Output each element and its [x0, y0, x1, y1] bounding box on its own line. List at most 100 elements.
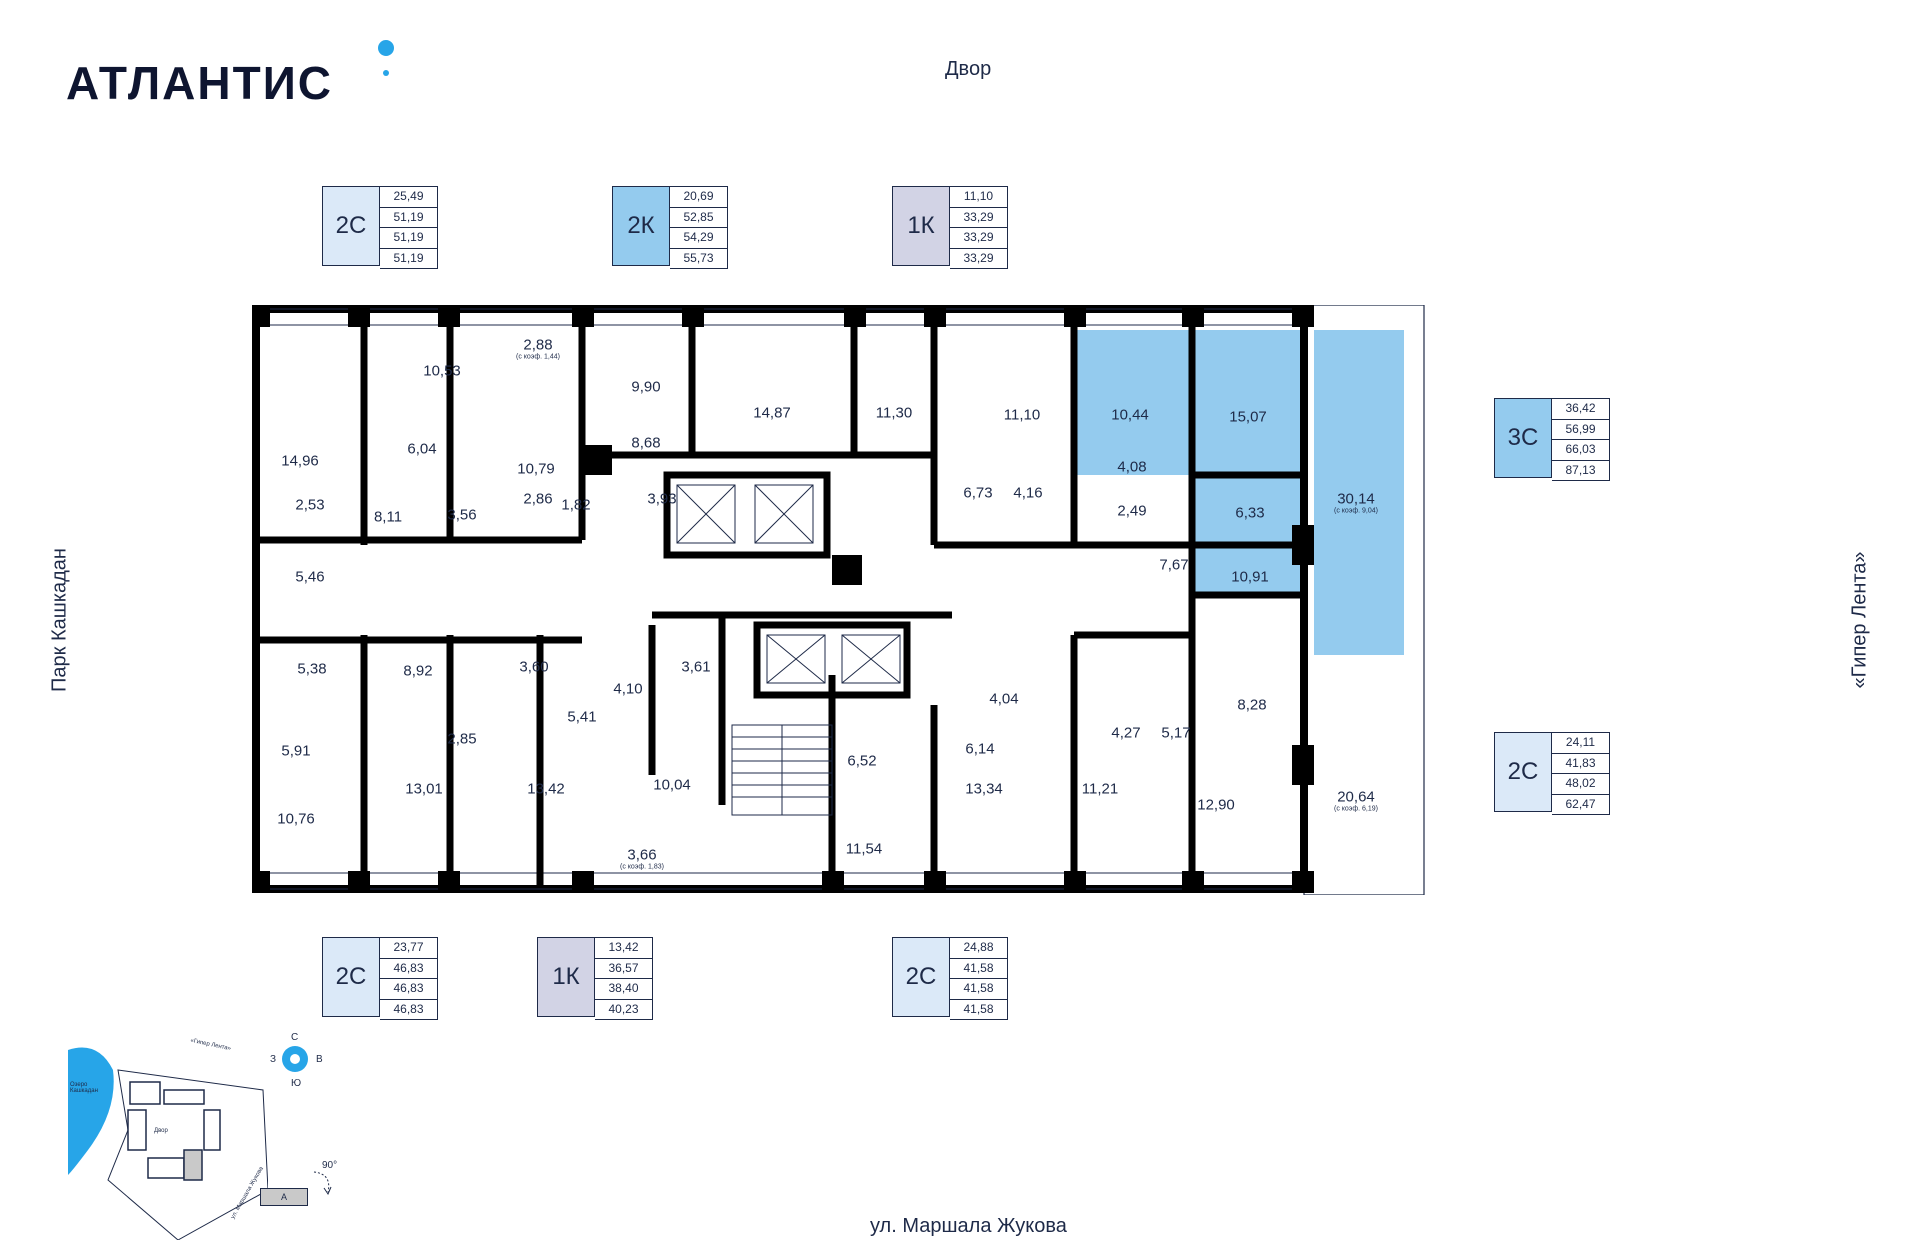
compass-center [290, 1054, 300, 1064]
legend-value: 23,77 [380, 938, 437, 959]
room-area: 4,27 [1111, 724, 1141, 742]
legend-value: 41,58 [950, 959, 1007, 979]
compass-north: С [291, 1032, 299, 1043]
room-area: 6,04 [407, 440, 437, 458]
orientation-top: Двор [945, 58, 992, 80]
legend-code: 1К [892, 186, 950, 266]
structural-columns [252, 305, 1314, 893]
room-area: 4,10 [613, 680, 643, 698]
room-area: 3,61 [681, 658, 711, 676]
room-area: 2,49 [1117, 502, 1147, 520]
legend-code: 1К [537, 937, 595, 1017]
legend-value: 54,29 [670, 228, 727, 249]
legend-value: 48,02 [1552, 774, 1609, 795]
rotation-label: 90° [322, 1160, 338, 1171]
room-area: 1,82 [561, 496, 591, 514]
legend-value: 51,19 [380, 208, 437, 228]
legend-2c-right[interactable]: 2С 24,11 41,83 48,02 62,47 [1494, 732, 1610, 815]
legend-value: 52,85 [670, 208, 727, 228]
floor-plan-drawing [252, 305, 1425, 895]
room-area: 10,79 [517, 460, 555, 478]
room-area: 10,04 [653, 776, 691, 794]
room-area: 13,42 [527, 780, 565, 798]
legend-value: 33,29 [963, 250, 994, 265]
room-area: 10,76 [277, 810, 315, 828]
rotation-arrow-icon [313, 1171, 332, 1196]
room-area: 2,88(с коэф. 1,44) [516, 336, 560, 361]
legend-2c-bottom[interactable]: 2С 24,88 41,58 41,58 41,58 [892, 937, 1008, 1020]
elevator-shafts [663, 471, 911, 699]
logo-dot-icon [378, 40, 394, 56]
room-area: 30,14(с коэф. 9,04) [1334, 490, 1378, 515]
room-area: 13,01 [405, 780, 443, 798]
room-area: 8,11 [373, 508, 403, 526]
legend-1k-top[interactable]: 1К 11,10 33,29 33,29 33,29 [892, 186, 1008, 269]
room-area: 3,93 [647, 490, 677, 508]
legend-value: 38,40 [595, 979, 652, 1000]
legend-2k-top[interactable]: 2К 20,69 52,85 54,29 55,73 [612, 186, 728, 269]
legend-value: 56,99 [1552, 420, 1609, 440]
legend-value: 25,49 [380, 187, 437, 208]
legend-value: 13,42 [595, 938, 652, 959]
room-area: 2,53 [295, 496, 325, 514]
room-area: 8,68 [631, 434, 661, 452]
room-area: 10,91 [1231, 568, 1269, 586]
legend-value: 87,13 [1565, 462, 1596, 477]
room-area: 13,34 [965, 780, 1003, 798]
legend-code: 2С [892, 937, 950, 1017]
highlight-balcony [1314, 330, 1404, 655]
legend-3c-right[interactable]: 3С 36,42 56,99 66,03 87,13 [1494, 398, 1610, 481]
minimap-yard-label: Двор [154, 1128, 168, 1134]
legend-value: 66,03 [1552, 440, 1609, 461]
staircase [731, 724, 833, 816]
room-area: 2,86 [523, 490, 553, 508]
orientation-right: «Гипер Лента» [1848, 551, 1871, 689]
floor-plan: 10,53 2,88(с коэф. 1,44) 9,90 14,87 11,3… [252, 305, 1432, 895]
lake-shape [68, 1047, 114, 1175]
room-area: 11,30 [875, 404, 913, 422]
legend-value: 24,88 [950, 938, 1007, 959]
legend-value: 40,23 [608, 1001, 639, 1016]
room-area: 11,21 [1081, 780, 1119, 798]
legend-value: 33,29 [950, 228, 1007, 249]
section-marker: А [260, 1188, 308, 1206]
legend-value: 46,83 [380, 959, 437, 979]
legend-value: 36,42 [1552, 399, 1609, 420]
legend-2c-bottom-left[interactable]: 2С 23,77 46,83 46,83 46,83 [322, 937, 438, 1020]
legend-1k-bottom[interactable]: 1К 13,42 36,57 38,40 40,23 [537, 937, 653, 1020]
room-area: 11,54 [845, 840, 883, 858]
room-area: 6,14 [965, 740, 995, 758]
legend-2c-top-left[interactable]: 2С 25,49 51,19 51,19 51,19 [322, 186, 438, 269]
room-area: 8,92 [403, 662, 433, 680]
legend-value: 36,57 [595, 959, 652, 979]
room-area: 5,46 [295, 568, 325, 586]
room-area: 4,08 [1117, 458, 1147, 476]
room-area: 10,53 [423, 362, 461, 380]
room-area: 7,67 [1159, 556, 1189, 574]
highlight-apartment [1074, 330, 1301, 475]
room-area: 3,56 [447, 506, 477, 524]
legend-value: 41,58 [963, 1001, 994, 1016]
legend-value: 41,83 [1552, 754, 1609, 774]
room-area: 5,38 [297, 660, 327, 678]
legend-code: 2К [612, 186, 670, 266]
room-area: 12,90 [1197, 796, 1235, 814]
legend-code: 2С [322, 186, 380, 266]
room-area: 6,33 [1235, 504, 1265, 522]
orientation-bottom: ул. Маршала Жукова [870, 1215, 1067, 1237]
minimap-drawing [68, 1047, 269, 1241]
room-area: 6,73 [963, 484, 993, 502]
legend-value: 24,11 [1552, 733, 1609, 754]
legend-code: 2С [322, 937, 380, 1017]
brand-logo: АТЛАНТИС [66, 57, 333, 109]
logo-dot-small-icon [383, 70, 389, 76]
room-area: 6,52 [847, 752, 877, 770]
legend-value: 46,83 [393, 1001, 424, 1016]
orientation-left: Парк Кашкадан [48, 548, 71, 692]
legend-code: 3С [1494, 398, 1552, 478]
minimap-lake-label: Озеро Кашкадан [70, 1082, 98, 1094]
room-area: 20,64(с коэф. 6,19) [1334, 788, 1378, 813]
legend-value: 11,10 [950, 187, 1007, 208]
room-area: 15,07 [1229, 408, 1267, 426]
room-area: 8,28 [1237, 696, 1267, 714]
